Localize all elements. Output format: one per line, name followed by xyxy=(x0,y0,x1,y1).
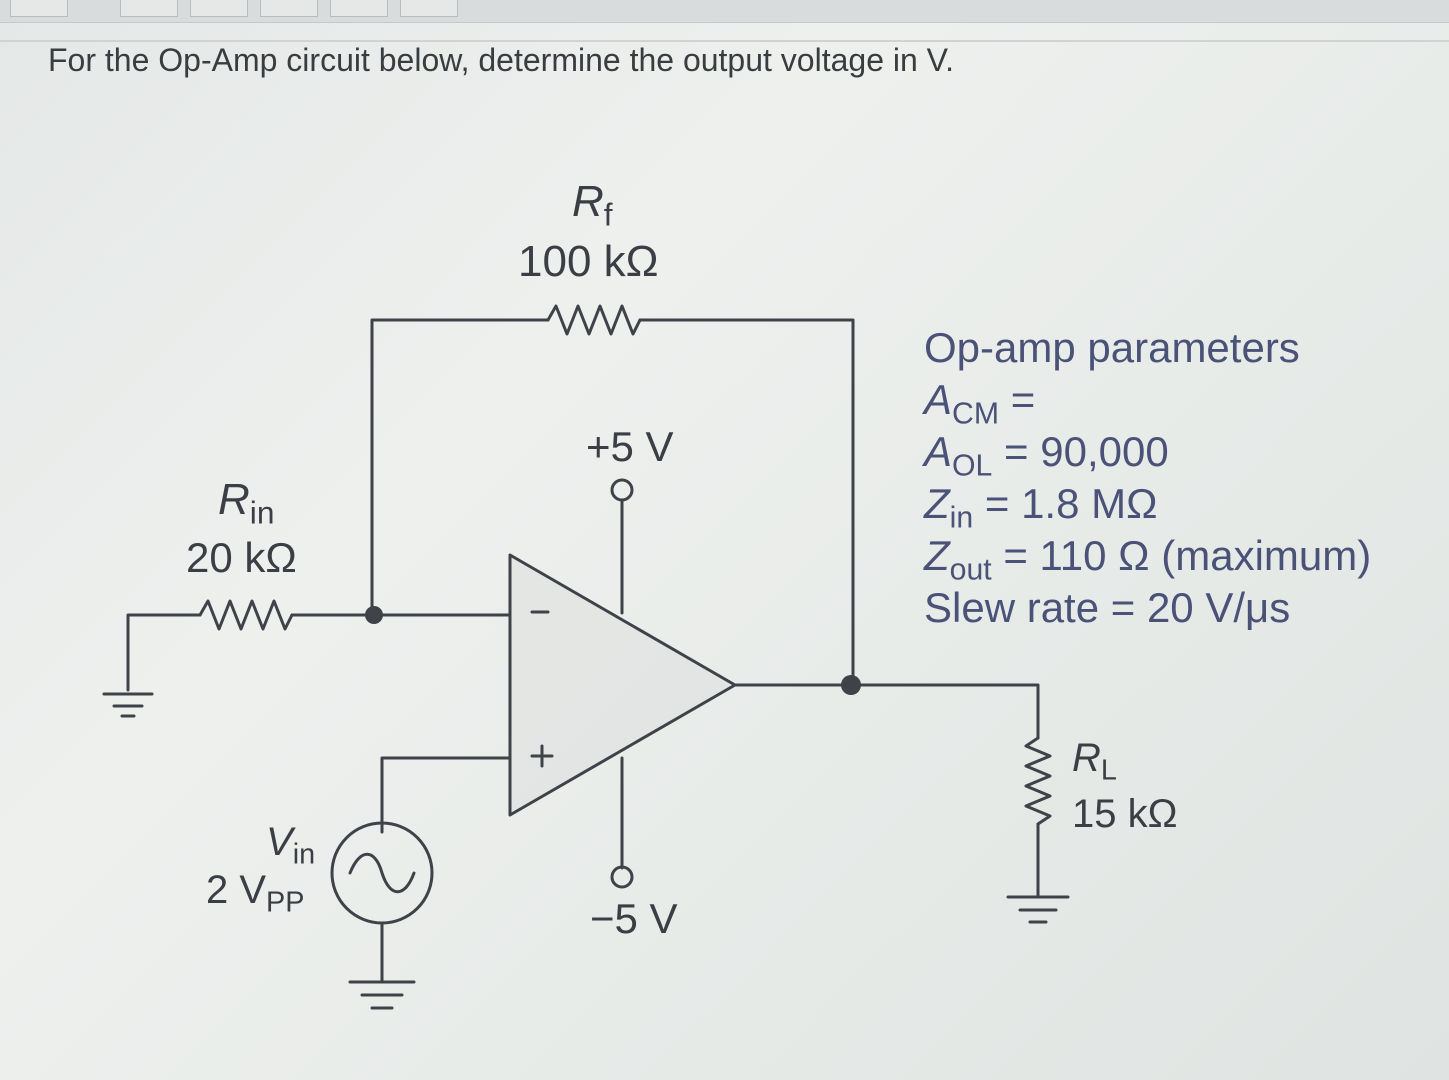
rf-value: 100 kΩ xyxy=(518,237,659,286)
divider xyxy=(0,40,1449,42)
rl-label: RL xyxy=(1072,736,1117,787)
opamp-triangle xyxy=(508,553,737,817)
param-slew-rate: Slew rate = 20 V/μs xyxy=(924,584,1291,631)
ground-right xyxy=(1006,895,1070,924)
params-title: Op-amp parameters xyxy=(924,324,1300,371)
output-node xyxy=(841,675,861,695)
rl-resistor xyxy=(1024,736,1052,826)
rf-label: Rf xyxy=(572,177,613,233)
question-text: For the Op-Amp circuit below, determine … xyxy=(48,42,954,78)
toolbar-tab[interactable] xyxy=(190,0,248,17)
toolbar-tab[interactable] xyxy=(260,0,318,17)
feedback-wire-right xyxy=(638,318,855,685)
sine-symbol xyxy=(348,852,416,894)
toolbar-tab[interactable] xyxy=(120,0,178,17)
vin-label: Vin xyxy=(266,820,316,871)
toolbar-tab[interactable] xyxy=(400,0,458,17)
vminus-label: −5 V xyxy=(590,895,678,942)
param-aol: AOL = 90,000 xyxy=(924,428,1169,483)
ground-wire-left xyxy=(126,613,202,692)
rin-value: 20 kΩ xyxy=(186,534,297,581)
rf-resistor xyxy=(546,304,642,336)
noninverting-input-wire xyxy=(380,756,512,834)
output-wire xyxy=(733,683,1040,740)
ground-bottom xyxy=(348,980,416,1010)
plus-sign xyxy=(530,744,554,768)
toolbar-strip xyxy=(0,0,1449,23)
vplus-label: +5 V xyxy=(586,423,674,470)
param-acm: ACM = xyxy=(924,376,1036,431)
ground-left xyxy=(102,692,154,718)
param-zin: Zin = 1.8 MΩ xyxy=(924,480,1158,535)
opamp-parameters: Op-amp parameters ACM = AOL = 90,000 Zin… xyxy=(924,322,1371,634)
feedback-wire-left xyxy=(370,318,550,614)
rin-resistor xyxy=(198,599,294,631)
rl-value: 15 kΩ xyxy=(1072,792,1178,836)
toolbar-tab[interactable] xyxy=(10,0,68,17)
vplus-terminal xyxy=(610,478,634,502)
junction-node xyxy=(365,606,383,624)
param-zout: Zout = 110 Ω (maximum) xyxy=(924,532,1372,587)
vin-amplitude: 2 VPP xyxy=(206,868,305,919)
vminus-terminal xyxy=(610,865,634,889)
rin-label: Rin xyxy=(218,475,275,531)
toolbar-tab[interactable] xyxy=(330,0,388,17)
